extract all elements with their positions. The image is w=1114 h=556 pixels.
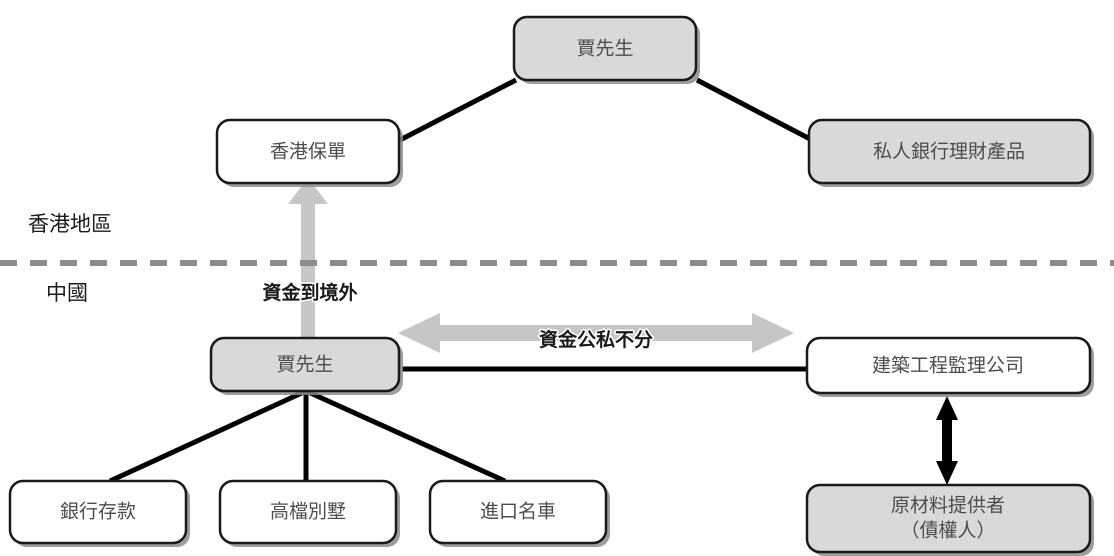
node-box[interactable]	[805, 336, 1092, 395]
funds-mixed-arrow	[398, 313, 794, 353]
node-box[interactable]	[8, 479, 188, 545]
double-arrow-horizontal-icon	[398, 313, 794, 353]
node-label-line2: （債權人）	[900, 519, 995, 541]
node-label: 香港保單	[270, 140, 346, 162]
connector-layer	[108, 77, 814, 484]
node-label: 賈先生	[276, 353, 333, 375]
region-label-hongkong: 香港地區	[28, 212, 112, 236]
edge-label-funds-mixed: 資金公私不分	[539, 328, 653, 351]
link-jia-cn-to-imported-car	[304, 388, 507, 484]
supplier-company-arrow	[936, 396, 958, 485]
node-hk-policy[interactable]: 香港保單	[215, 118, 403, 187]
link-jia-hk-to-private-bank	[695, 77, 814, 143]
node-label-line1: 原材料提供者	[891, 494, 1005, 516]
double-arrow-vertical-icon	[936, 396, 958, 485]
node-box[interactable]	[215, 118, 401, 185]
node-box[interactable]	[807, 118, 1092, 185]
node-label: 建築工程監理公司	[872, 354, 1024, 376]
node-box[interactable]	[218, 479, 398, 545]
node-bank-deposit[interactable]: 銀行存款	[8, 479, 190, 547]
node-label: 賈先生	[576, 37, 633, 59]
up-arrow-icon	[288, 178, 328, 338]
node-label: 進口名車	[480, 500, 556, 522]
region-label-china: 中國	[46, 281, 88, 305]
node-label: 私人銀行理財產品	[873, 140, 1025, 162]
funds-offshore-arrow	[288, 178, 328, 338]
node-imported-car[interactable]: 進口名車	[428, 479, 610, 547]
node-box[interactable]	[209, 336, 401, 393]
link-jia-hk-to-hk-policy	[398, 77, 518, 143]
node-box[interactable]	[512, 15, 698, 82]
link-jia-cn-to-bank-deposit	[108, 388, 308, 484]
node-label: 高檔別墅	[270, 500, 346, 522]
edge-label-funds-offshore: 資金到境外	[262, 281, 357, 304]
node-label: 銀行存款	[60, 500, 136, 522]
node-mr-jia-cn[interactable]: 賈先生	[209, 336, 403, 395]
node-mr-jia-hk[interactable]: 賈先生	[512, 15, 700, 84]
node-raw-material-supplier[interactable]: 原材料提供者 （債權人）	[805, 483, 1094, 556]
node-box[interactable]	[805, 483, 1092, 554]
node-private-bank-product[interactable]: 私人銀行理財產品	[807, 118, 1094, 187]
node-supervision-company[interactable]: 建築工程監理公司	[805, 336, 1094, 397]
node-luxury-villa[interactable]: 高檔別墅	[218, 479, 400, 547]
node-box[interactable]	[428, 479, 608, 545]
